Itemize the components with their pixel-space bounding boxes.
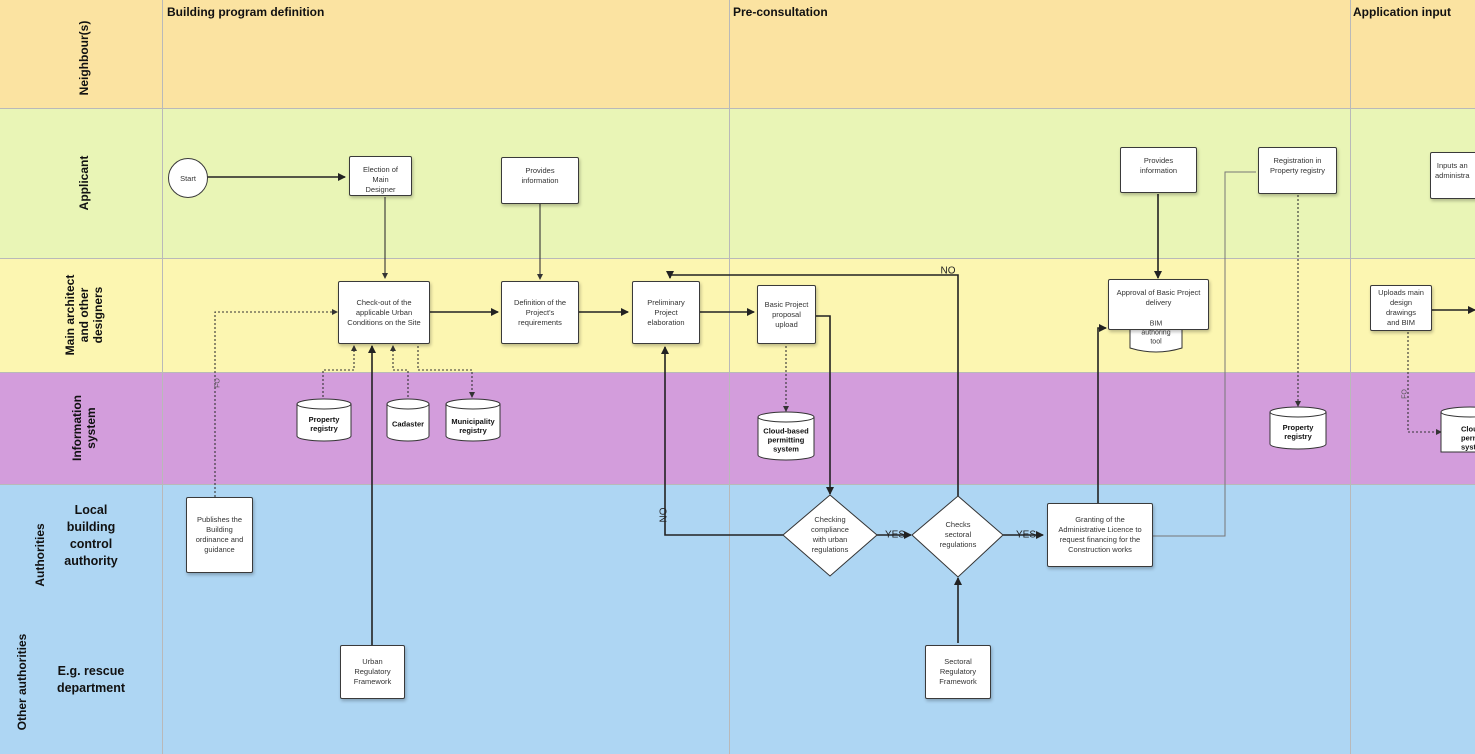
edge-label-no-top: NO (940, 265, 956, 277)
decision-checks-sectoral-label: Checks sectoral regulations (939, 520, 977, 549)
node-provides-information-2: Provides information (1120, 147, 1197, 193)
edge-label-small-2: FO (1401, 389, 1409, 399)
db-cadaster: Cadaster (391, 419, 425, 429)
node-checkout-urban-conditions: Check-out of the applicable Urban Condit… (338, 281, 430, 344)
db-municipality-shape (445, 404, 501, 442)
lane-separator (0, 258, 1475, 259)
db-cloud-partial-shape (1440, 412, 1475, 453)
edge-uploads-cloud (1407, 332, 1442, 435)
edge-property-checkout (322, 345, 357, 397)
lane-separator (0, 372, 1475, 373)
edge-label-yes-2: YES (1015, 529, 1037, 541)
node-preliminary-project: Preliminary Project elaboration (632, 281, 700, 344)
node-uploads-main-design: Uploads main design drawings and BIM (1370, 285, 1432, 331)
edge-label-no-left: NO (658, 507, 670, 523)
edge-label-small-1: FO (214, 378, 222, 388)
db-property-registry: Property registry (308, 415, 340, 433)
db-municipality-registry: Municipality registry (451, 417, 495, 435)
edge-basic-checking (816, 315, 834, 495)
phase-divider (162, 0, 163, 754)
lane-neighbour-band (0, 0, 1475, 108)
node-publishes-ordinance: Publishes the Building ordinance and gui… (186, 497, 253, 573)
decision-checking-compliance (782, 494, 878, 577)
node-urban-regulatory-framework: Urban Regulatory Framework (340, 645, 405, 699)
node-granting-licence: Granting of the Administrative Licence t… (1047, 503, 1153, 567)
lane-info-band (0, 372, 1475, 484)
edge-publishes-checkout (214, 309, 338, 497)
edge-sectoral-no (666, 271, 959, 496)
node-provides-information: Provides information (501, 157, 579, 204)
phase-title-application: Application input (1353, 5, 1451, 19)
edge-label-yes-1: YES (884, 529, 906, 541)
edge-checkout-municipality (417, 346, 475, 398)
node-bim-authoring-tool: BIM authoring tool (1141, 320, 1171, 346)
node-election-main-designer: Election of Main Designer (349, 156, 412, 196)
decision-checking-compliance-label: Checking compliance with urban regulatio… (811, 515, 849, 554)
node-approval-basic-project: Approval of Basic Project delivery (1108, 279, 1209, 330)
db-property2-shape (1269, 412, 1327, 450)
lane-separator (0, 108, 1475, 109)
db-cloud-permitting-partial: Cloud- permi syst (1461, 424, 1475, 452)
lane-applicant-band (0, 108, 1475, 258)
phase-title-building: Building program definition (167, 5, 325, 19)
lane-designers-band (0, 258, 1475, 372)
decision-checks-sectoral (911, 495, 1004, 578)
db-property-registry-2: Property registry (1282, 423, 1314, 441)
db-cloud-permitting: Cloud-based permitting system (763, 426, 809, 454)
db-cloud-shape (757, 417, 815, 461)
phase-divider (729, 0, 730, 754)
sublane-label-rescue: E.g. rescue department (56, 664, 126, 695)
node-registration-property: Registration in Property registry (1258, 147, 1337, 194)
db-cadaster-shape (386, 404, 430, 442)
edge-cadaster-checkout (390, 345, 409, 397)
node-inputs-administrative: Inputs an administra (1430, 152, 1475, 199)
node-sectoral-regulatory-framework: Sectoral Regulatory Framework (925, 645, 991, 699)
edge-checking-no (661, 346, 783, 536)
node-basic-project-upload: Basic Project proposal upload (757, 285, 816, 344)
db-property-registry-shape (296, 404, 352, 442)
start-node: Start (168, 158, 208, 198)
lane-separator (0, 484, 1475, 485)
edge-granting-approval (1097, 324, 1107, 503)
edge-granting-registry (1153, 171, 1256, 537)
phase-divider (1350, 0, 1351, 754)
sublane-label-local: Local building control authority (64, 503, 118, 568)
phase-title-preconsultation: Pre-consultation (733, 5, 828, 19)
node-definition-requirements: Definition of the Project's requirements (501, 281, 579, 344)
